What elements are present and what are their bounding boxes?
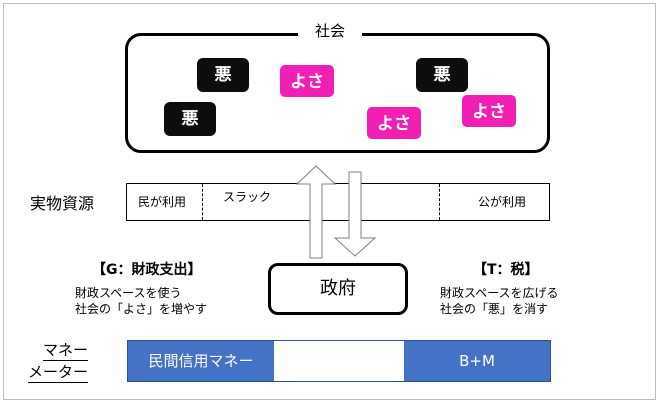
figure-frame	[3, 3, 656, 400]
down-arrow-icon	[333, 171, 377, 257]
slack-label: スラック	[223, 190, 272, 204]
bm-segment: B+M	[404, 341, 550, 381]
money-meter-label-line2: メーター	[28, 363, 89, 383]
good-chip: よさ	[461, 94, 517, 128]
resources-bar: 民が利用 スラック 公が利用	[126, 183, 550, 221]
spending-title: 【G：財政支出】	[92, 262, 202, 278]
good-chip: よさ	[279, 64, 335, 98]
public-use-label: 公が利用	[478, 195, 527, 209]
government-box: 政府	[268, 263, 408, 315]
private-credit-segment: 民間信用マネー	[128, 341, 274, 381]
tax-line1: 財政スペースを広げる	[440, 286, 559, 300]
private-use-label: 民が利用	[138, 195, 187, 209]
bad-chip: 悪	[416, 58, 468, 92]
tax-title: 【T：税】	[473, 262, 539, 278]
spending-line1: 財政スペースを使う	[75, 286, 182, 300]
spending-line2: 社会の「よさ」を増やす	[75, 302, 208, 316]
money-meter-label-line1: マネー	[43, 341, 89, 361]
empty-segment	[274, 341, 404, 381]
divider-dashed	[439, 184, 440, 220]
tax-line2: 社会の「悪」を消す	[440, 302, 549, 316]
society-title: 社会	[298, 20, 362, 42]
bad-chip: 悪	[164, 102, 216, 136]
bad-chip: 悪	[197, 58, 249, 92]
up-arrow-icon	[295, 165, 337, 259]
money-meter-bar: 民間信用マネー B+M	[127, 340, 551, 382]
divider-dashed	[202, 184, 203, 220]
good-chip: よさ	[366, 106, 422, 140]
resources-label: 実物資源	[30, 194, 95, 213]
